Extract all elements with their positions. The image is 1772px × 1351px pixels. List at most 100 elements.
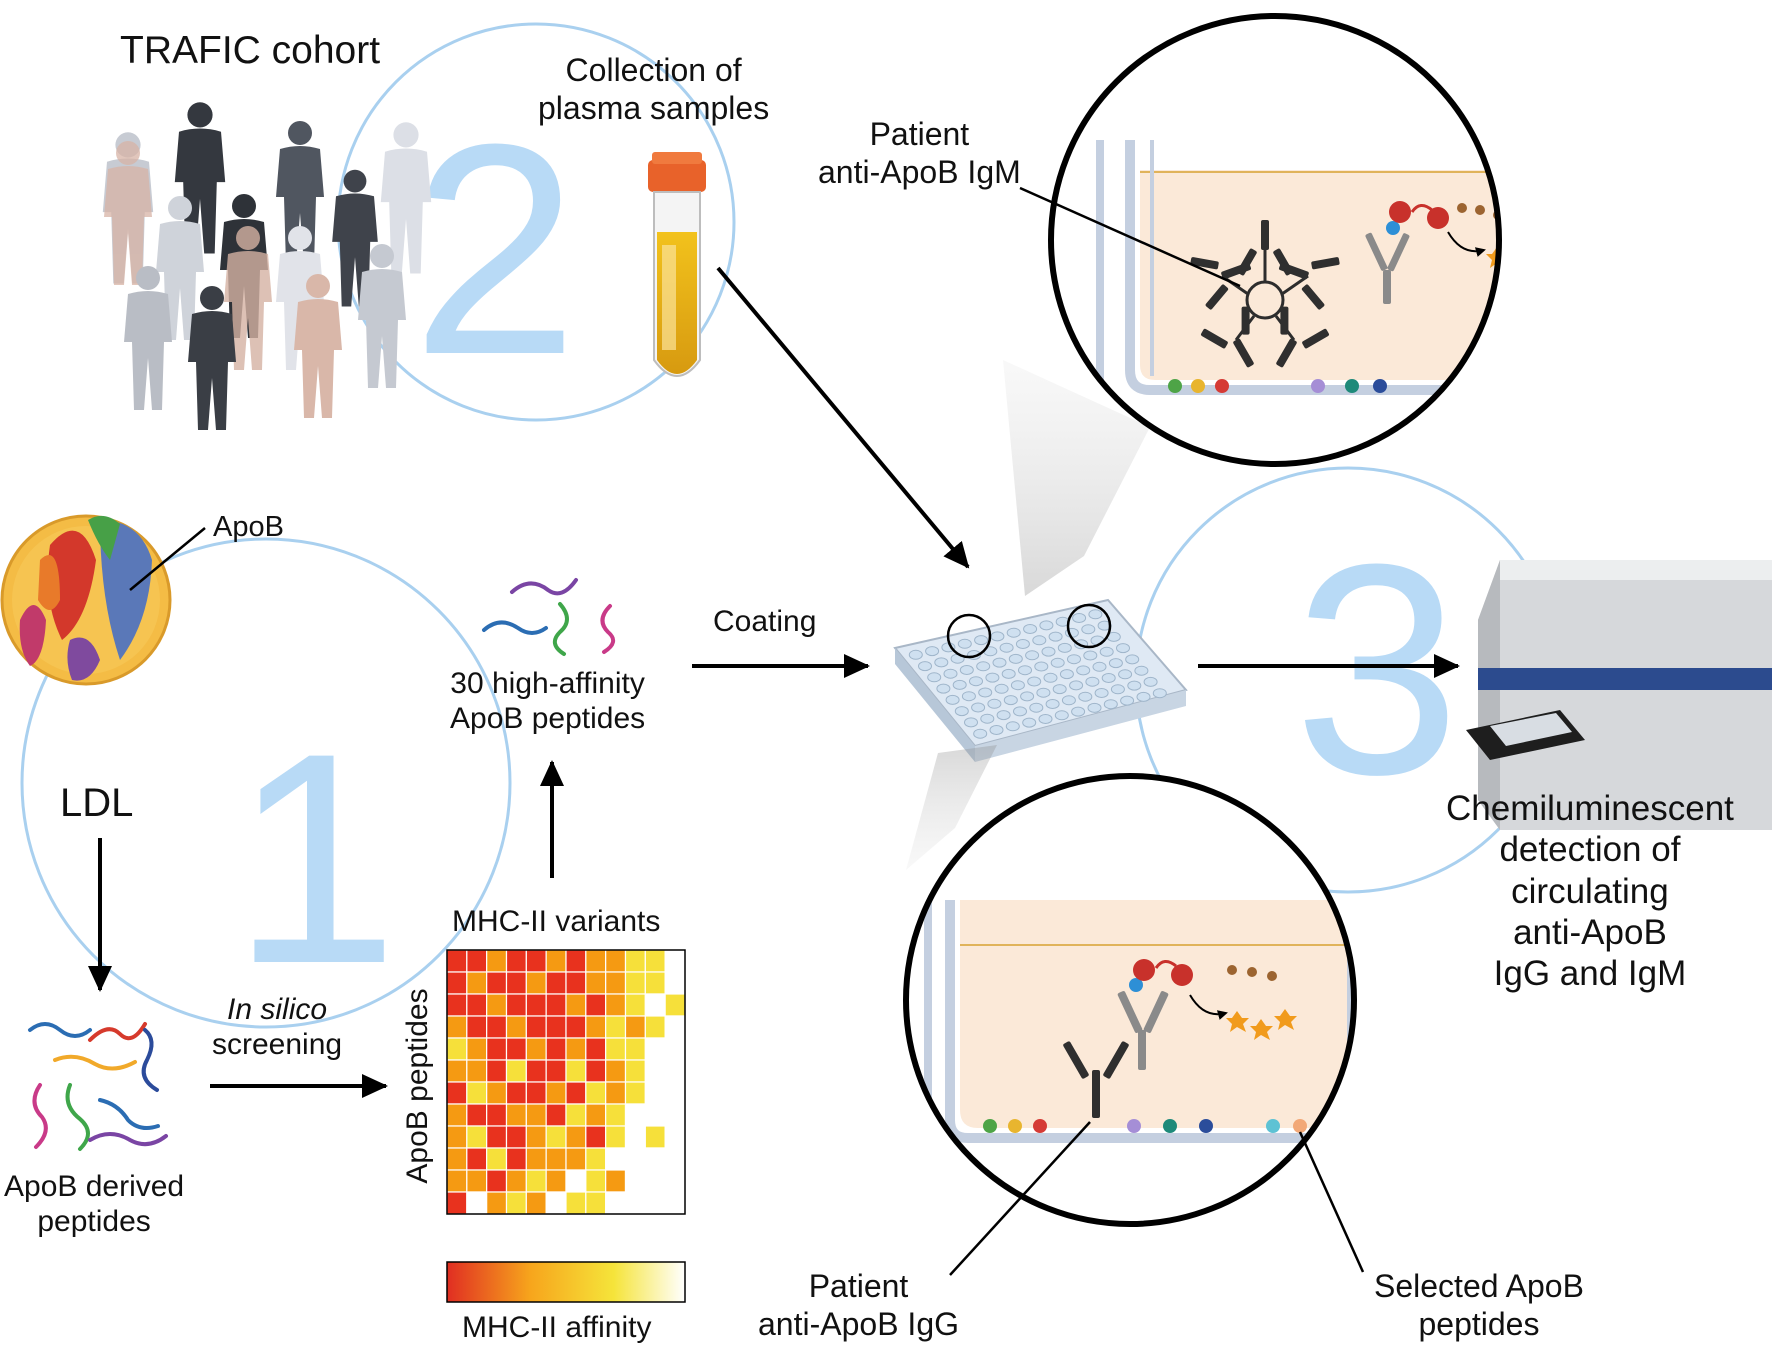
flow-arrows bbox=[88, 266, 1460, 1098]
heatmap-cell bbox=[525, 1037, 547, 1061]
heatmap-cell bbox=[466, 1015, 488, 1039]
plate-well bbox=[1076, 665, 1091, 676]
heatmap-cell bbox=[624, 1169, 646, 1193]
plate-well bbox=[1039, 620, 1054, 631]
heatmap-cell bbox=[525, 993, 547, 1017]
heatmap-cell bbox=[644, 1059, 666, 1083]
heatmap-cell bbox=[486, 1191, 508, 1215]
plate-well bbox=[908, 649, 923, 660]
plate-well bbox=[925, 646, 940, 657]
plate-well bbox=[1043, 672, 1058, 683]
plate-well bbox=[1085, 676, 1100, 687]
igg-zoom-panel bbox=[903, 745, 1365, 1276]
plate-well bbox=[927, 672, 942, 683]
plate-well bbox=[1152, 688, 1167, 699]
plate-well bbox=[936, 683, 951, 694]
heatmap-cell bbox=[505, 1103, 527, 1127]
heatmap-cell bbox=[525, 1015, 547, 1039]
heatmap-cell bbox=[644, 1103, 666, 1127]
heatmap-cell bbox=[605, 1169, 627, 1193]
heatmap-cell bbox=[624, 1103, 646, 1127]
heatmap-cell bbox=[486, 971, 508, 995]
heatmap-cell bbox=[446, 1191, 468, 1215]
heatmap-cell bbox=[446, 971, 468, 995]
heatmap-cell bbox=[545, 1081, 567, 1105]
heatmap-cell bbox=[644, 971, 666, 995]
plate-well bbox=[976, 661, 991, 672]
heatmap-cell bbox=[664, 1059, 686, 1083]
plate-well bbox=[1048, 631, 1063, 642]
heatmap-cell bbox=[585, 1081, 607, 1105]
heatmap-cell bbox=[525, 1191, 547, 1215]
heatmap-cell bbox=[585, 1059, 607, 1083]
heatmap-cell bbox=[644, 1125, 666, 1149]
heatmap-cell bbox=[505, 1037, 527, 1061]
plate-well bbox=[1006, 627, 1021, 638]
plate-well bbox=[1101, 673, 1116, 683]
plate-well bbox=[1013, 706, 1027, 717]
mhc-affinity-colorbar bbox=[446, 1261, 686, 1303]
heatmap-cell bbox=[486, 1015, 508, 1039]
heatmap-cell bbox=[605, 1147, 627, 1171]
plate-well bbox=[1015, 639, 1030, 649]
heatmap-cell bbox=[605, 949, 627, 973]
plate-well bbox=[1127, 680, 1142, 691]
heatmap-cell bbox=[585, 1103, 607, 1127]
heatmap-cell bbox=[505, 949, 527, 973]
heatmap-cell bbox=[624, 1059, 646, 1083]
heatmap-cell bbox=[644, 1191, 666, 1215]
plate-well bbox=[1023, 624, 1038, 634]
heatmap-cell bbox=[624, 949, 646, 973]
heatmap-cell bbox=[565, 1037, 587, 1061]
heatmap-cell bbox=[664, 1169, 686, 1193]
heatmap-cell bbox=[446, 1081, 468, 1105]
heatmap-cell bbox=[565, 1081, 587, 1105]
plate-well bbox=[1061, 695, 1076, 706]
step-number-2: 2 bbox=[412, 81, 579, 417]
heatmap-cell bbox=[505, 1147, 527, 1171]
plate-well bbox=[1125, 654, 1140, 665]
plate-well bbox=[934, 657, 949, 668]
heatmap-cell bbox=[624, 1191, 646, 1215]
plate-well bbox=[1078, 691, 1093, 702]
plate-well bbox=[980, 713, 995, 724]
plate-well bbox=[1054, 710, 1069, 721]
heatmap-cell bbox=[585, 993, 607, 1017]
heatmap-cell bbox=[624, 1037, 646, 1061]
plate-well bbox=[987, 698, 1002, 709]
heatmap-cell bbox=[525, 949, 547, 973]
heatmap-cell bbox=[505, 1191, 527, 1215]
heatmap-cell bbox=[545, 1169, 567, 1193]
step-number-3: 3 bbox=[1294, 501, 1461, 837]
plate-well bbox=[957, 638, 972, 649]
plate-well bbox=[1022, 717, 1037, 728]
heatmap-cell bbox=[605, 1081, 627, 1105]
heatmap-cell bbox=[585, 949, 607, 973]
heatmap-cell bbox=[466, 971, 488, 995]
heatmap-cell bbox=[545, 1037, 567, 1061]
plate-well bbox=[1005, 721, 1020, 732]
heatmap-cell bbox=[446, 993, 468, 1017]
heatmap-cell bbox=[505, 1169, 527, 1193]
heatmap-cell bbox=[565, 1191, 587, 1215]
heatmap-cell bbox=[466, 1103, 488, 1127]
heatmap-cell bbox=[486, 1169, 508, 1193]
plate-well bbox=[1072, 613, 1087, 623]
plate-well bbox=[1081, 624, 1096, 635]
plate-well bbox=[1052, 684, 1067, 695]
heatmap-cell bbox=[446, 1169, 468, 1193]
heatmap-cell bbox=[545, 993, 567, 1017]
plate-well bbox=[1087, 702, 1102, 713]
heatmap-cell bbox=[486, 1059, 508, 1083]
heatmap-cell bbox=[545, 1191, 567, 1215]
plate-well bbox=[974, 635, 989, 646]
arrow-tube-to-plate bbox=[716, 266, 970, 569]
heatmap-cell bbox=[585, 1125, 607, 1149]
plate-well bbox=[1110, 684, 1125, 695]
plate-well bbox=[1088, 609, 1103, 620]
heatmap-cell bbox=[466, 949, 488, 973]
heatmap-cell bbox=[605, 1037, 627, 1061]
